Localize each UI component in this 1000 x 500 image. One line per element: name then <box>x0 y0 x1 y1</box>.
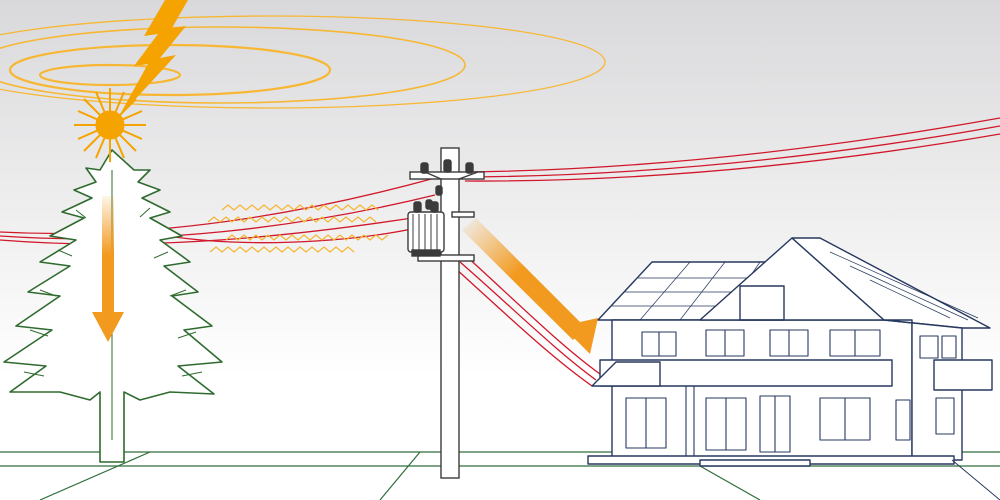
surge-to-house-arrow <box>462 218 598 354</box>
ground-current-arrow <box>92 196 124 342</box>
surge-zigzags <box>207 204 389 253</box>
insulators <box>420 159 474 210</box>
strike-burst-icon <box>74 88 146 162</box>
utility-pole-icon <box>409 147 485 479</box>
house-icon <box>587 237 1000 500</box>
transformer-icon <box>407 201 445 257</box>
lightning-bolt-icon <box>118 0 210 118</box>
